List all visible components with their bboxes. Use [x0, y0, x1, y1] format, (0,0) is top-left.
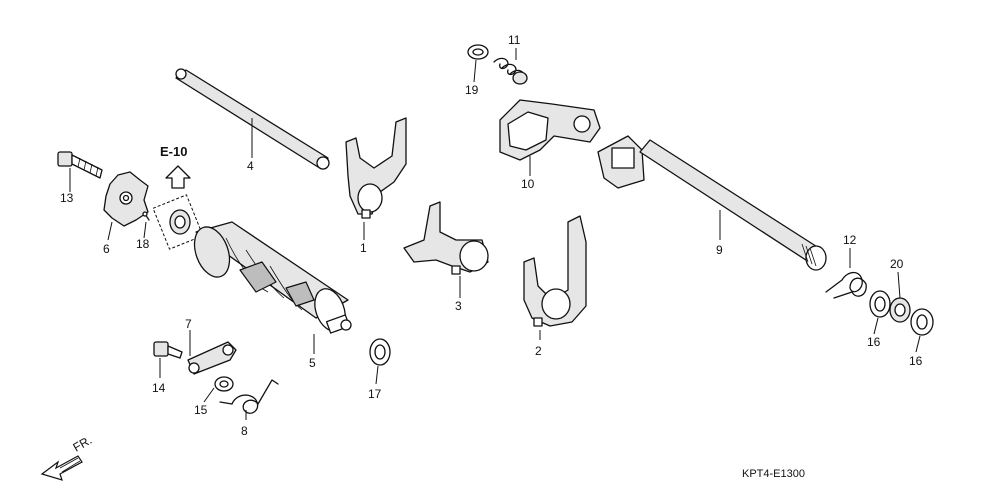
- part-11-spring[interactable]: [493, 57, 528, 85]
- part-19-washer[interactable]: [467, 44, 489, 60]
- label-part-10: 10: [521, 177, 535, 191]
- part-6-stopper-plate[interactable]: [103, 171, 149, 227]
- part-5-shift-drum[interactable]: [188, 221, 352, 335]
- part-14-bolt[interactable]: [153, 341, 183, 359]
- part-15-collar[interactable]: [214, 376, 234, 392]
- label-part-2: 2: [535, 344, 542, 358]
- part-9-gearshift-spindle[interactable]: [597, 135, 827, 271]
- reference-arrow: [165, 165, 191, 189]
- part-12-return-spring[interactable]: [825, 271, 867, 299]
- label-part-9: 9: [716, 243, 723, 257]
- part-20-collar[interactable]: [889, 297, 911, 323]
- part-2-shift-fork[interactable]: [523, 215, 587, 327]
- part-16-washer-b[interactable]: [910, 308, 934, 336]
- part-17-washer[interactable]: [369, 338, 391, 366]
- part-3-shift-fork[interactable]: [403, 201, 489, 275]
- label-part-4: 4: [247, 159, 254, 173]
- part-18-pin[interactable]: [142, 211, 150, 221]
- label-part-8: 8: [241, 424, 248, 438]
- direction-arrow-icon: [40, 455, 83, 481]
- part-8-spring[interactable]: [219, 379, 279, 414]
- label-part-11: 11: [508, 33, 521, 47]
- part-16-washer-a[interactable]: [869, 290, 891, 318]
- bearing-inset: [152, 194, 204, 250]
- part-1-shift-fork[interactable]: [345, 117, 407, 219]
- label-part-5: 5: [309, 356, 316, 370]
- label-part-12: 12: [843, 233, 857, 247]
- label-part-1: 1: [360, 241, 367, 255]
- direction-label: FR.: [71, 433, 95, 455]
- part-7-stopper-arm[interactable]: [187, 341, 237, 375]
- label-part-3: 3: [455, 299, 462, 313]
- label-part-16-b: 16: [909, 354, 923, 368]
- diagram-code: KPT4-E1300: [742, 468, 805, 480]
- reference-label: E-10: [160, 144, 187, 159]
- label-part-6: 6: [103, 242, 110, 256]
- label-part-20: 20: [890, 257, 904, 271]
- label-part-17: 17: [368, 387, 382, 401]
- part-number-labels: 1 2 3 4 5 6 7 8 9 10 11 12 13 14 15 16 1…: [60, 33, 923, 438]
- leader-lines: [69, 48, 921, 420]
- part-13-bolt[interactable]: [57, 151, 103, 179]
- label-part-18: 18: [136, 237, 150, 251]
- part-10-stopper-arm[interactable]: [499, 99, 601, 161]
- label-part-16-a: 16: [867, 335, 881, 349]
- label-part-7: 7: [185, 317, 192, 331]
- label-part-13: 13: [60, 191, 74, 205]
- label-part-19: 19: [465, 83, 479, 97]
- label-part-15: 15: [194, 403, 208, 417]
- label-part-14: 14: [152, 381, 166, 395]
